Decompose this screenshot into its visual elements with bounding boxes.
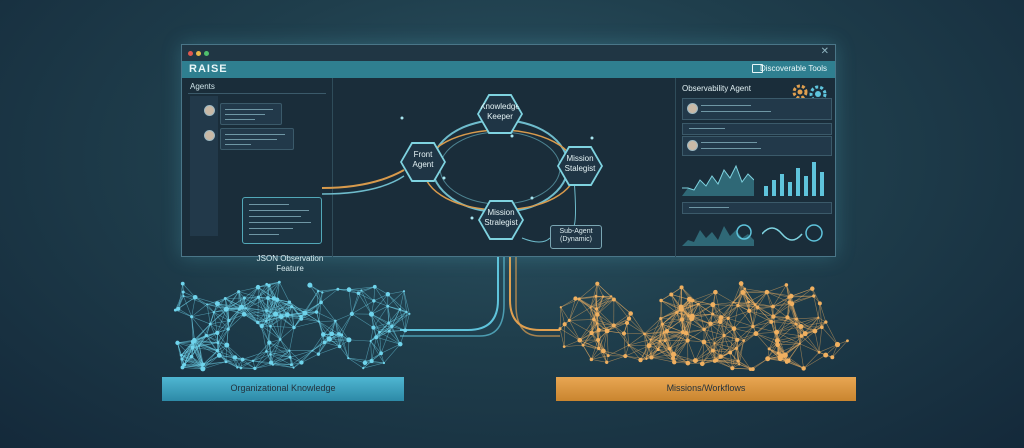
card-text-line [701, 142, 757, 143]
app-header: RAISE Discoverable Tools [182, 61, 835, 78]
observability-card [682, 123, 832, 135]
front-agent-label: Front Agent [400, 150, 446, 170]
agents-divider [188, 93, 326, 94]
observability-panel: Observability Agent [675, 78, 836, 257]
json-observation-box[interactable] [242, 197, 322, 244]
card-text-line [701, 148, 761, 149]
organizational-knowledge-platform: Organizational Knowledge [162, 377, 404, 401]
message-text-line [225, 139, 277, 140]
json-text-line [249, 216, 301, 217]
observability-agent-title: Observability Agent [682, 84, 751, 93]
observability-card [682, 202, 832, 214]
json-text-line [249, 204, 289, 205]
node-inner [479, 96, 521, 132]
card-text-line [701, 111, 771, 112]
close-icon[interactable]: ✕ [820, 46, 829, 57]
agents-list-column [190, 96, 218, 236]
node-label-line: Mission [566, 154, 594, 163]
node-label-line: Stalegist [564, 164, 596, 173]
node-inner [480, 202, 522, 238]
sub-agent-dynamic-node[interactable]: Sub-Agent (Dynamic) [550, 225, 602, 249]
agents-panel-title: Agents [190, 82, 215, 91]
message-text-line [225, 109, 273, 110]
mission-strategist-bottom-label: Mission Stralegist [478, 208, 524, 228]
observability-card [682, 136, 832, 156]
agent-avatar [204, 130, 215, 141]
mission-strategist-right-node[interactable]: Mission Stalegist [557, 146, 603, 186]
sub-agent-line1: Sub-Agent [559, 228, 593, 235]
json-text-line [249, 234, 279, 235]
node-label-line: Knowledge [480, 102, 520, 111]
chat-message [220, 103, 282, 125]
knowledge-keeper-label: Knowledge Keeper [477, 102, 523, 122]
message-text-line [225, 119, 255, 120]
card-text-line [701, 105, 751, 106]
card-text-line [689, 128, 725, 129]
chat-message [220, 128, 294, 150]
json-text-line [249, 228, 293, 229]
node-label-line: Front [413, 150, 433, 159]
discoverable-tools-button[interactable]: Discoverable Tools [760, 64, 827, 73]
agent-avatar [204, 105, 215, 116]
json-label-line2: Feature [276, 264, 304, 273]
json-observation-label: JSON Observation Feature [242, 254, 338, 274]
node-inner [402, 144, 444, 180]
message-text-line [225, 134, 285, 135]
app-title: RAISE [189, 63, 228, 75]
metrics-wave-chart [762, 224, 823, 242]
missions-workflows-label: Missions/Workflows [666, 383, 746, 393]
message-text-line [225, 144, 251, 145]
message-text-line [225, 114, 265, 115]
mission-strategist-right-label: Mission Stalegist [557, 154, 603, 174]
node-inner [559, 148, 601, 184]
close-dot[interactable] [188, 51, 193, 56]
agent-avatar [687, 140, 698, 151]
window-titlebar: ✕ [182, 45, 835, 61]
observability-card [682, 98, 832, 120]
organizational-knowledge-label: Organizational Knowledge [230, 383, 336, 393]
metrics-line-chart [682, 164, 754, 196]
toolbox-icon[interactable] [752, 64, 763, 73]
node-label-line: Agent [412, 160, 434, 169]
mission-strategist-bottom-node[interactable]: Mission Stralegist [478, 200, 524, 240]
json-text-line [249, 210, 309, 211]
raise-app-window: ✕ RAISE Discoverable Tools Agents [181, 44, 836, 273]
node-label-line: Stralegist [484, 218, 518, 227]
json-text-line [249, 222, 311, 223]
metrics-area-chart [682, 224, 754, 246]
sub-agent-line2: (Dynamic) [560, 236, 592, 243]
card-text-line [689, 207, 729, 208]
sub-agent-label: Sub-Agent (Dynamic) [551, 228, 601, 244]
metrics-bar-chart [764, 162, 824, 196]
minimize-dot[interactable] [196, 51, 201, 56]
agent-avatar [687, 103, 698, 114]
node-label-line: Mission [487, 208, 515, 217]
agents-panel: Agents JSON Observation Feature [182, 78, 333, 273]
missions-workflows-platform: Missions/Workflows [556, 377, 856, 401]
maximize-dot[interactable] [204, 51, 209, 56]
json-label-line1: JSON Observation [256, 254, 324, 263]
node-label-line: Keeper [487, 112, 513, 121]
